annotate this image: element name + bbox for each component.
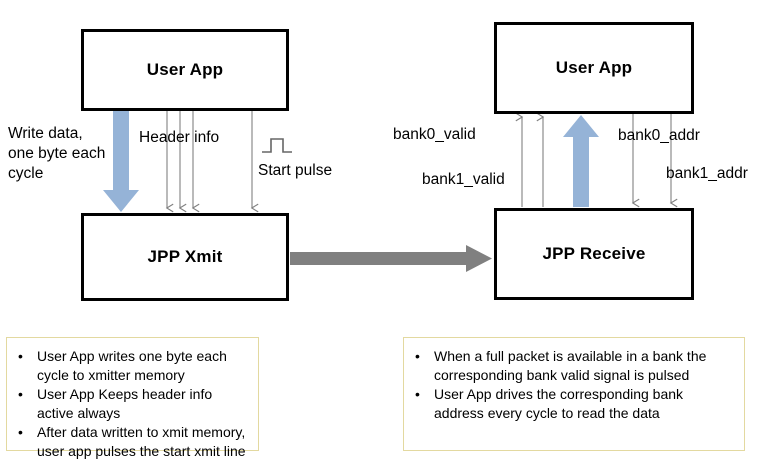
bullet-glyph: • [18, 386, 23, 403]
list-item: • User App writes one byte each cycle to… [15, 347, 250, 384]
label-write-data: Write data, one byte each cycle [8, 125, 106, 182]
list-item: • User App drives the corresponding bank… [412, 385, 736, 422]
bullet-glyph: • [18, 424, 23, 441]
block-jpp-receive[interactable]: JPP Receive [494, 208, 694, 300]
list-item-text: After data written to xmit memory, user … [37, 424, 246, 460]
list-item-text: User App Keeps header info active always [37, 386, 213, 421]
bullet-glyph: • [18, 348, 23, 364]
label-bank0-valid: bank0_valid [393, 126, 476, 143]
label-bank1-addr: bank1_addr [666, 165, 748, 182]
list-item: • After data written to xmit memory, use… [15, 423, 250, 460]
block-user-app-left[interactable]: User App [81, 29, 289, 111]
list-item: • User App Keeps header info active alwa… [15, 385, 250, 422]
block-jpp-xmit[interactable]: JPP Xmit [81, 213, 289, 301]
note-list: • When a full packet is available in a b… [412, 347, 736, 422]
note-panel-xmit: • User App writes one byte each cycle to… [6, 337, 259, 459]
receive-data-blue-arrow [563, 115, 599, 207]
label-bank0-addr: bank0_addr [618, 127, 700, 144]
list-item-text: User App drives the corresponding bank a… [434, 386, 684, 421]
list-item-text: When a full packet is available in a ban… [434, 348, 707, 383]
block-user-app-right[interactable]: User App [494, 22, 694, 114]
list-item-text: User App writes one byte each cycle to x… [37, 348, 227, 383]
bullet-glyph: • [415, 348, 420, 364]
label-start-pulse: Start pulse [258, 162, 333, 179]
block-label: User App [146, 60, 224, 79]
bullet-glyph: • [415, 386, 420, 403]
xmit-to-receive-arrow [290, 245, 492, 272]
block-label: User App [555, 58, 633, 77]
note-list: • User App writes one byte each cycle to… [15, 347, 250, 461]
write-data-blue-arrow [103, 110, 139, 212]
label-bank1-valid: bank1_valid [422, 171, 505, 188]
note-panel-receive: • When a full packet is available in a b… [403, 337, 745, 451]
block-label: JPP Xmit [147, 247, 223, 266]
list-item: • When a full packet is available in a b… [412, 347, 736, 384]
square-pulse-waveform-icon [262, 138, 292, 153]
label-header-info: Header info [139, 129, 220, 146]
block-label: JPP Receive [542, 244, 646, 263]
